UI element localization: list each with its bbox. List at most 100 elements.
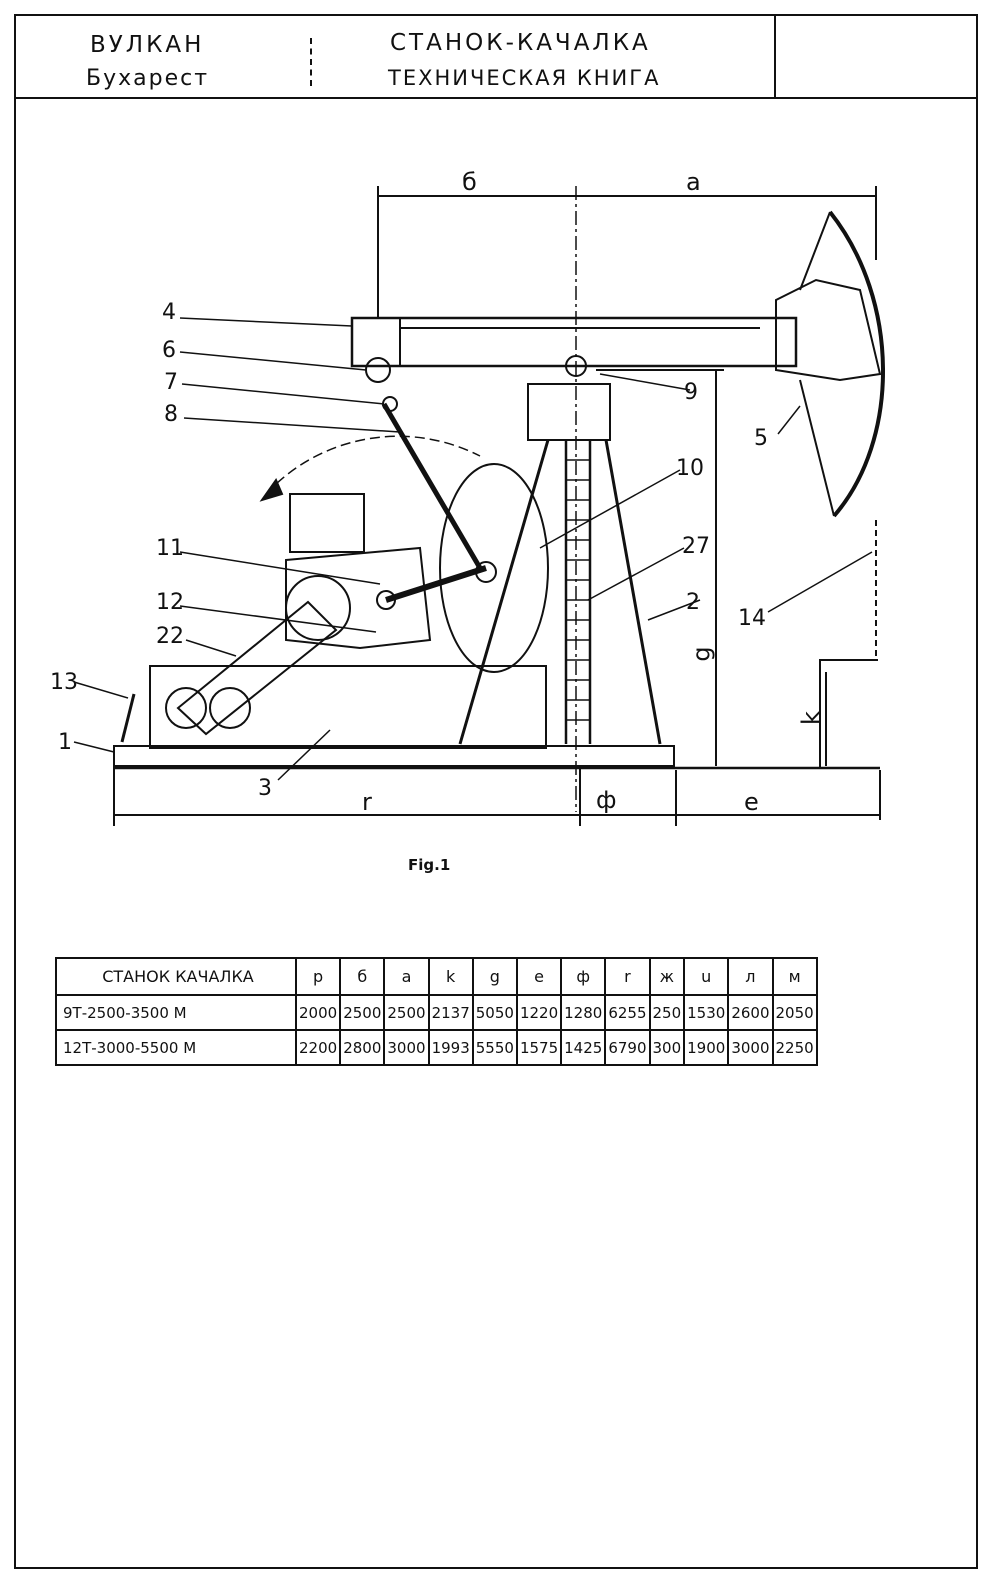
table-header-row: СТАНОК КАЧАЛКА p б a k g e ф r ж u л м (55, 957, 818, 996)
drawing-sheet: ВУЛКАН Бухарест СТАНОК-КАЧАЛКА ТЕХНИЧЕСК… (14, 14, 978, 1569)
table-cell: 250 (648, 994, 686, 1031)
counterweight (439, 463, 549, 673)
table-header-cell: л (727, 957, 774, 996)
motor (289, 493, 365, 553)
table-cell: 2800 (339, 1029, 386, 1066)
table-cell: 300 (648, 1029, 686, 1066)
table-cell-model: 9Т-2500-3500 М (55, 994, 297, 1031)
crank-pin (376, 590, 396, 610)
callout-5: 5 (754, 426, 768, 451)
title-divider (310, 38, 312, 86)
dimension-label-b: б (462, 168, 477, 196)
rotation-arrowhead (259, 477, 284, 502)
table-header-cell: ф (560, 957, 607, 996)
table-cell-model: 12Т-3000-5500 М (55, 1029, 297, 1066)
brake-lever (120, 693, 136, 743)
motor-sheave (165, 687, 207, 729)
callout-8: 8 (164, 402, 178, 427)
callout-11: 11 (156, 536, 184, 561)
callout-13: 13 (50, 670, 78, 695)
table-header-cell: r (604, 957, 651, 996)
callout-1: 1 (58, 730, 72, 755)
table-header-cell: p (294, 957, 342, 996)
table-cell: 1220 (515, 994, 563, 1031)
table-cell: 2000 (294, 994, 342, 1031)
table-cell: 2250 (771, 1029, 818, 1066)
table-cell: 6790 (604, 1029, 651, 1066)
table-cell: 2050 (771, 994, 818, 1031)
table-header-cell: СТАНОК КАЧАЛКА (55, 957, 297, 996)
table-cell: 2500 (339, 994, 386, 1031)
ladder-rungs (566, 459, 590, 721)
rotation-arrow-arc (265, 435, 481, 495)
callout-2: 2 (686, 590, 700, 615)
ladder (564, 440, 592, 744)
table-header-cell: б (339, 957, 386, 996)
samson-post-legs (458, 439, 662, 745)
callout-12: 12 (156, 590, 184, 615)
dimension-label-f: ф (596, 786, 617, 814)
horsehead-braces (799, 211, 835, 517)
crank (385, 565, 487, 603)
table-cell: 5550 (471, 1029, 518, 1066)
company-name: ВУЛКАН (90, 32, 205, 58)
dimension-label-a: a (686, 168, 701, 196)
callout-6: 6 (162, 338, 176, 363)
equalizer-bearing (365, 357, 391, 383)
equalizer (351, 317, 401, 367)
motor-sheave (209, 687, 251, 729)
dimension-label-g: g (687, 646, 716, 662)
table-header-cell: ж (648, 957, 686, 996)
table-row: 12Т-3000-5500 М 2200 2800 3000 1993 5550… (55, 1029, 818, 1066)
document-title: СТАНОК-КАЧАЛКА (390, 30, 651, 56)
center-bearing (565, 355, 587, 377)
belt-guard (176, 600, 338, 736)
callout-27: 27 (682, 534, 710, 559)
table-cell: 1425 (560, 1029, 607, 1066)
table-cell: 1575 (515, 1029, 563, 1066)
pump-jack-drawing (73, 186, 885, 826)
table-header-cell: k (427, 957, 474, 996)
table-header-cell: e (515, 957, 563, 996)
base-guard (149, 665, 547, 749)
callout-9: 9 (684, 380, 698, 405)
table-row: 9Т-2500-3500 М 2000 2500 2500 2137 5050 … (55, 994, 818, 1031)
saddle-bearing-housing (527, 383, 611, 441)
document-subtitle: ТЕХНИЧЕСКАЯ КНИГА (388, 66, 661, 90)
table-cell: 6255 (604, 994, 651, 1031)
table-cell: 5050 (471, 994, 518, 1031)
callout-22: 22 (156, 624, 184, 649)
figure-caption: Fig.1 (408, 856, 451, 874)
title-block: ВУЛКАН Бухарест СТАНОК-КАЧАЛКА ТЕХНИЧЕСК… (16, 16, 976, 99)
callout-leaders (73, 317, 873, 781)
horsehead-body (775, 278, 882, 382)
table-header-cell: u (683, 957, 730, 996)
base-frame (113, 745, 675, 767)
table-cell: 1280 (560, 994, 607, 1031)
dimension-label-e: e (744, 788, 759, 816)
crank-hub (475, 561, 497, 583)
callout-14: 14 (738, 606, 766, 631)
company-city: Бухарест (86, 66, 210, 91)
table-cell: 3000 (383, 1029, 430, 1066)
table-cell: 2600 (727, 994, 774, 1031)
table-header-cell: a (383, 957, 430, 996)
callout-4: 4 (162, 300, 176, 325)
dimensions-table: СТАНОК КАЧАЛКА p б a k g e ф r ж u л м 9… (55, 957, 818, 1066)
table-cell: 1900 (683, 1029, 730, 1066)
table-cell: 1530 (683, 994, 730, 1031)
table-header-cell: м (771, 957, 818, 996)
gearbox-sheave (285, 575, 351, 641)
dimension-label-k: k (796, 711, 825, 725)
table-header-cell: g (471, 957, 518, 996)
callout-3: 3 (258, 776, 272, 801)
table-cell: 2500 (383, 994, 430, 1031)
dimension-label-r: r (362, 788, 372, 816)
walking-beam (350, 316, 798, 368)
table-cell: 1993 (427, 1029, 474, 1066)
table-cell: 2137 (427, 994, 474, 1031)
well-pedestal (819, 659, 878, 768)
table-cell: 3000 (727, 1029, 774, 1066)
table-cell: 2200 (294, 1029, 342, 1066)
callout-7: 7 (164, 370, 178, 395)
